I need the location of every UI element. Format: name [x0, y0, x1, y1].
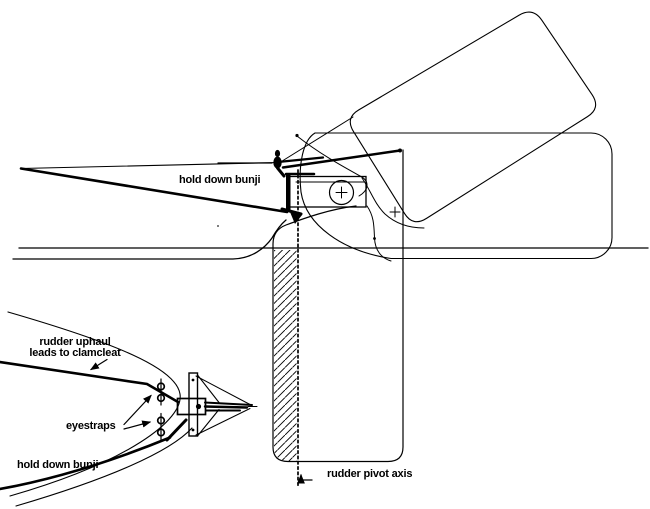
- transom-plate: [188, 372, 199, 437]
- hull-inner-curve: [15, 427, 193, 507]
- pivot-bolt-dot: [195, 403, 202, 410]
- eyestraps-leader-arrow-upper: [123, 394, 152, 426]
- bunji-end-bar: [280, 207, 303, 216]
- side-view-drawing: [12, 11, 649, 488]
- converge-line-top: [195, 375, 251, 405]
- rope-bundle-1: [204, 401, 253, 406]
- uphaul-rope-over-head: [296, 135, 368, 197]
- thick-top-line-long: [281, 149, 402, 169]
- plate-rivet-bottom: [191, 428, 195, 432]
- eyestrap-icon-upper: [156, 378, 166, 406]
- rudder-blade-down-outline: [272, 149, 404, 463]
- hold-down-bunji-line: [19, 167, 289, 214]
- plus-mark-right: [389, 206, 401, 218]
- label-rudder-uphaul-line1: rudder uphaul: [39, 336, 111, 348]
- eyestrap-icon-lower: [156, 412, 166, 441]
- label-hold-down-bunji-top: hold down bunji: [17, 459, 99, 471]
- rope-to-raised-corner: [361, 177, 425, 229]
- blob-to-housing-link: [276, 166, 286, 178]
- hull-bottom-line: [12, 219, 287, 260]
- label-eyestraps: eyestraps: [66, 420, 116, 432]
- hold-down-bunji-top-view: [0, 436, 172, 491]
- rope-down-past-waterline: [366, 205, 392, 262]
- pivot-cam-circle: [328, 179, 355, 206]
- label-rudder-uphaul-line2: leads to clamcleat: [29, 347, 121, 359]
- top-line-end-dot: [398, 148, 402, 153]
- uphaul-leader-arrow: [89, 358, 108, 371]
- plus-mark-cam: [335, 186, 348, 199]
- top-view-drawing: [0, 311, 258, 507]
- uphaul-cleat-blob: [274, 149, 281, 158]
- rudder-blade-raised-outline: [349, 11, 597, 223]
- bunji-end-top-view: [165, 418, 188, 442]
- blade-hatched-strip: [274, 250, 297, 461]
- label-rudder-pivot-axis: rudder pivot axis: [327, 468, 413, 480]
- housing-left-flange: [286, 174, 291, 212]
- label-hold-down-bunji-side: hold down bunji: [179, 174, 261, 186]
- converge-line-bottom: [195, 408, 251, 436]
- bracket-triangle: [196, 374, 220, 437]
- rope-bundle-2: [203, 405, 249, 409]
- thick-top-line-short: [276, 156, 325, 164]
- rudder-blade-horizontal-outline: [299, 132, 613, 260]
- label-rudder-uphaul: rudder uphaul leads to clamcleat: [18, 337, 132, 359]
- rope-dot: [373, 237, 376, 240]
- uphaul-rope-top-view: [0, 360, 180, 404]
- rudder-head-top-view: [176, 397, 207, 416]
- uphaul-line-extension: [278, 116, 354, 164]
- eyestraps-leader-arrow-lower: [123, 420, 152, 430]
- plate-rivet-top: [191, 378, 195, 382]
- pivot-axis-leader-arrow: [297, 473, 313, 484]
- small-speck: [217, 225, 219, 227]
- bunji-end-arrowhead: [290, 212, 302, 224]
